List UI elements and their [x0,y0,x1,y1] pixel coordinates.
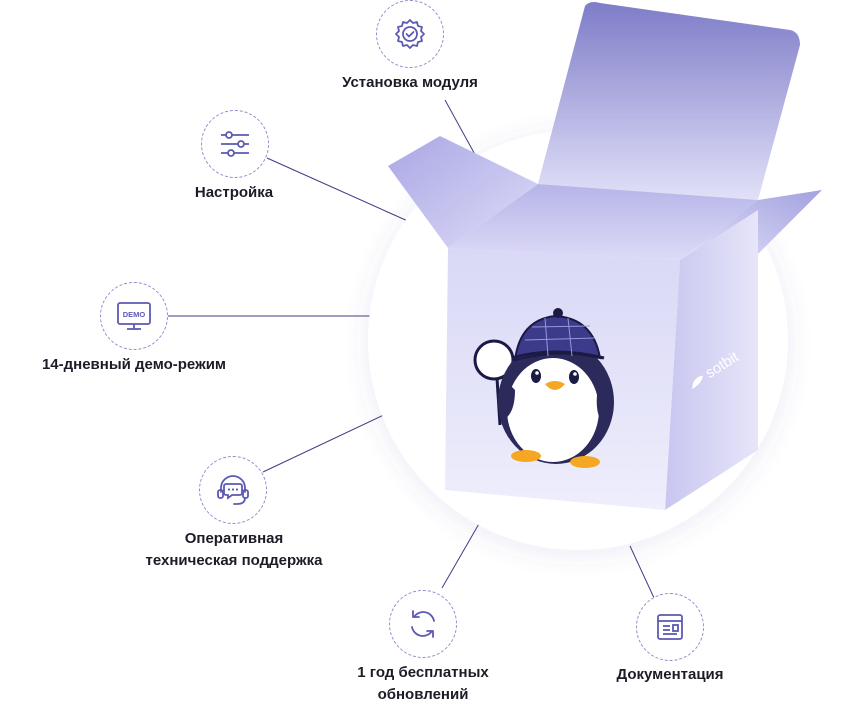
feature-docs-badge [636,593,704,661]
feature-updates-label: 1 год бесплатных обновлений [313,662,533,706]
feature-settings-label: Настройка [194,184,274,201]
feature-demo-label: 14-дневный демо-режим [41,356,227,373]
connector-lines [168,99,656,601]
feature-support-label-line-1: Оперативная [184,530,284,547]
feature-support-label: Оперативная техническая поддержка [104,528,364,572]
product-box: sotbit [388,2,822,510]
feature-updates-badge [389,590,457,658]
feature-updates-label-line-2: обновлений [377,686,469,703]
sliders-icon [221,131,249,157]
feature-docs-label: Документация [616,666,724,683]
penguin-mascot [473,308,614,468]
feature-updates-label-line-1: 1 год бесплатных [357,664,489,681]
refresh-icon [411,610,435,638]
document-icon [657,614,683,640]
demo-badge-text: DEMO [123,310,146,319]
feature-install-badge [376,0,444,68]
feature-demo-badge: DEMO [100,282,168,350]
gear-check-icon [395,19,425,49]
feature-support-label-line-2: техническая поддержка [145,552,323,569]
feature-support-badge [199,456,267,524]
feature-settings-badge [201,110,269,178]
feature-install-label: Установка модуля [342,74,478,91]
monitor-demo-icon: DEMO [117,302,151,330]
chat-headset-icon [217,475,249,505]
